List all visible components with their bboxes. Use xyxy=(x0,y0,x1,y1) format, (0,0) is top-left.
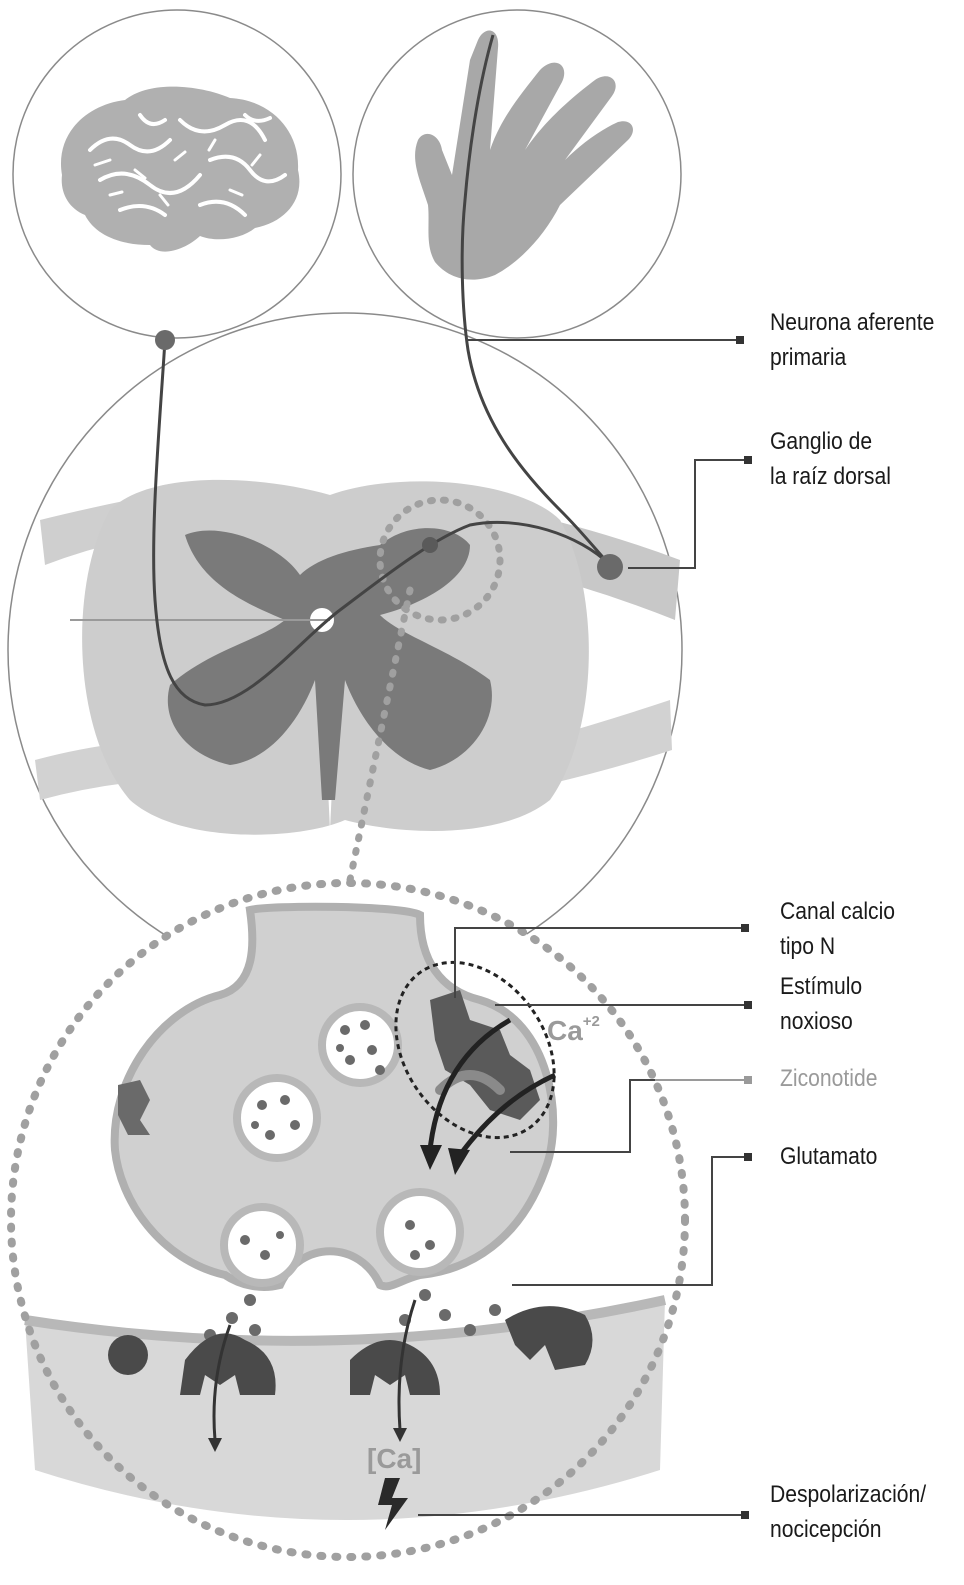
dorsal-horn-node xyxy=(422,537,438,553)
brain-panel xyxy=(12,9,342,339)
synapse-panel xyxy=(7,879,689,1561)
label-ganglio: Ganglio de la raíz dorsal xyxy=(770,428,891,490)
ca-ion-label: Ca+2 xyxy=(547,1013,600,1046)
hand-icon xyxy=(415,30,633,280)
brain-icon xyxy=(60,86,300,252)
lightning-icon xyxy=(378,1478,408,1530)
label-estimulo: Estímulo noxioso xyxy=(780,973,863,1035)
leader-lines xyxy=(418,339,748,1516)
label-neurona-aferente: Neurona aferente primaria xyxy=(770,309,935,371)
ca-concentration-label: [Ca] xyxy=(367,1443,421,1474)
label-glutamato: Glutamato xyxy=(780,1143,878,1170)
cortex-neuron-node xyxy=(155,330,175,350)
label-canal-calcio: Canal calcio tipo N xyxy=(780,898,896,960)
afferent-neuron-path xyxy=(152,34,612,707)
spinal-cord-panel xyxy=(7,312,683,988)
label-ziconotide: Ziconotide xyxy=(780,1065,878,1092)
hand-panel xyxy=(352,9,682,339)
dorsal-root-ganglion-node xyxy=(597,554,623,580)
label-despolarizacion: Despolarización/ nocicepción xyxy=(770,1481,927,1543)
